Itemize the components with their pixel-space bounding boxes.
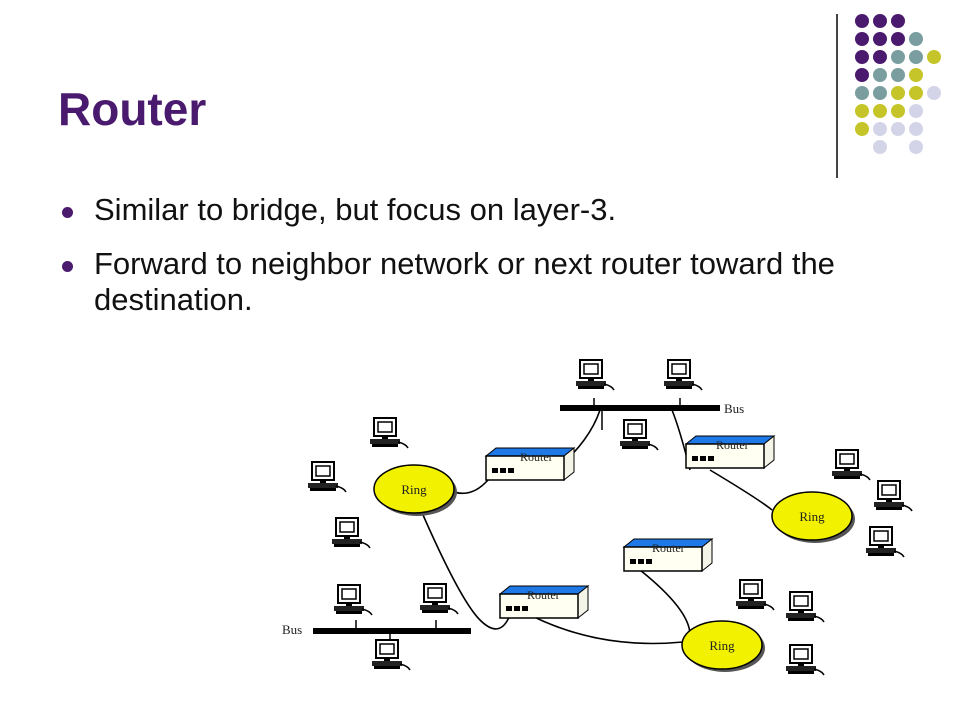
slide-title: Router — [58, 83, 207, 135]
ring-label-left: Ring — [401, 482, 427, 497]
decorative-dot-grid — [855, 14, 941, 154]
title-divider-line — [836, 14, 838, 178]
router-label-3: Router — [652, 541, 685, 555]
router-label-4: Router — [527, 588, 560, 602]
bus-label-bottom: Bus — [282, 622, 302, 637]
bullet-list: Similar to bridge, but focus on layer-3.… — [62, 192, 862, 336]
router-label-1: Router — [520, 450, 553, 464]
bullet-item: Similar to bridge, but focus on layer-3. — [62, 192, 862, 228]
bus-line-bottom — [313, 628, 471, 634]
router-label-2: Router — [716, 438, 749, 452]
bullet-item: Forward to neighbor network or next rout… — [62, 246, 862, 318]
ring-label-right: Ring — [799, 509, 825, 524]
bus-line-top — [560, 405, 720, 411]
bus-label-top: Bus — [724, 401, 744, 416]
ring-label-bottom: Ring — [709, 638, 735, 653]
